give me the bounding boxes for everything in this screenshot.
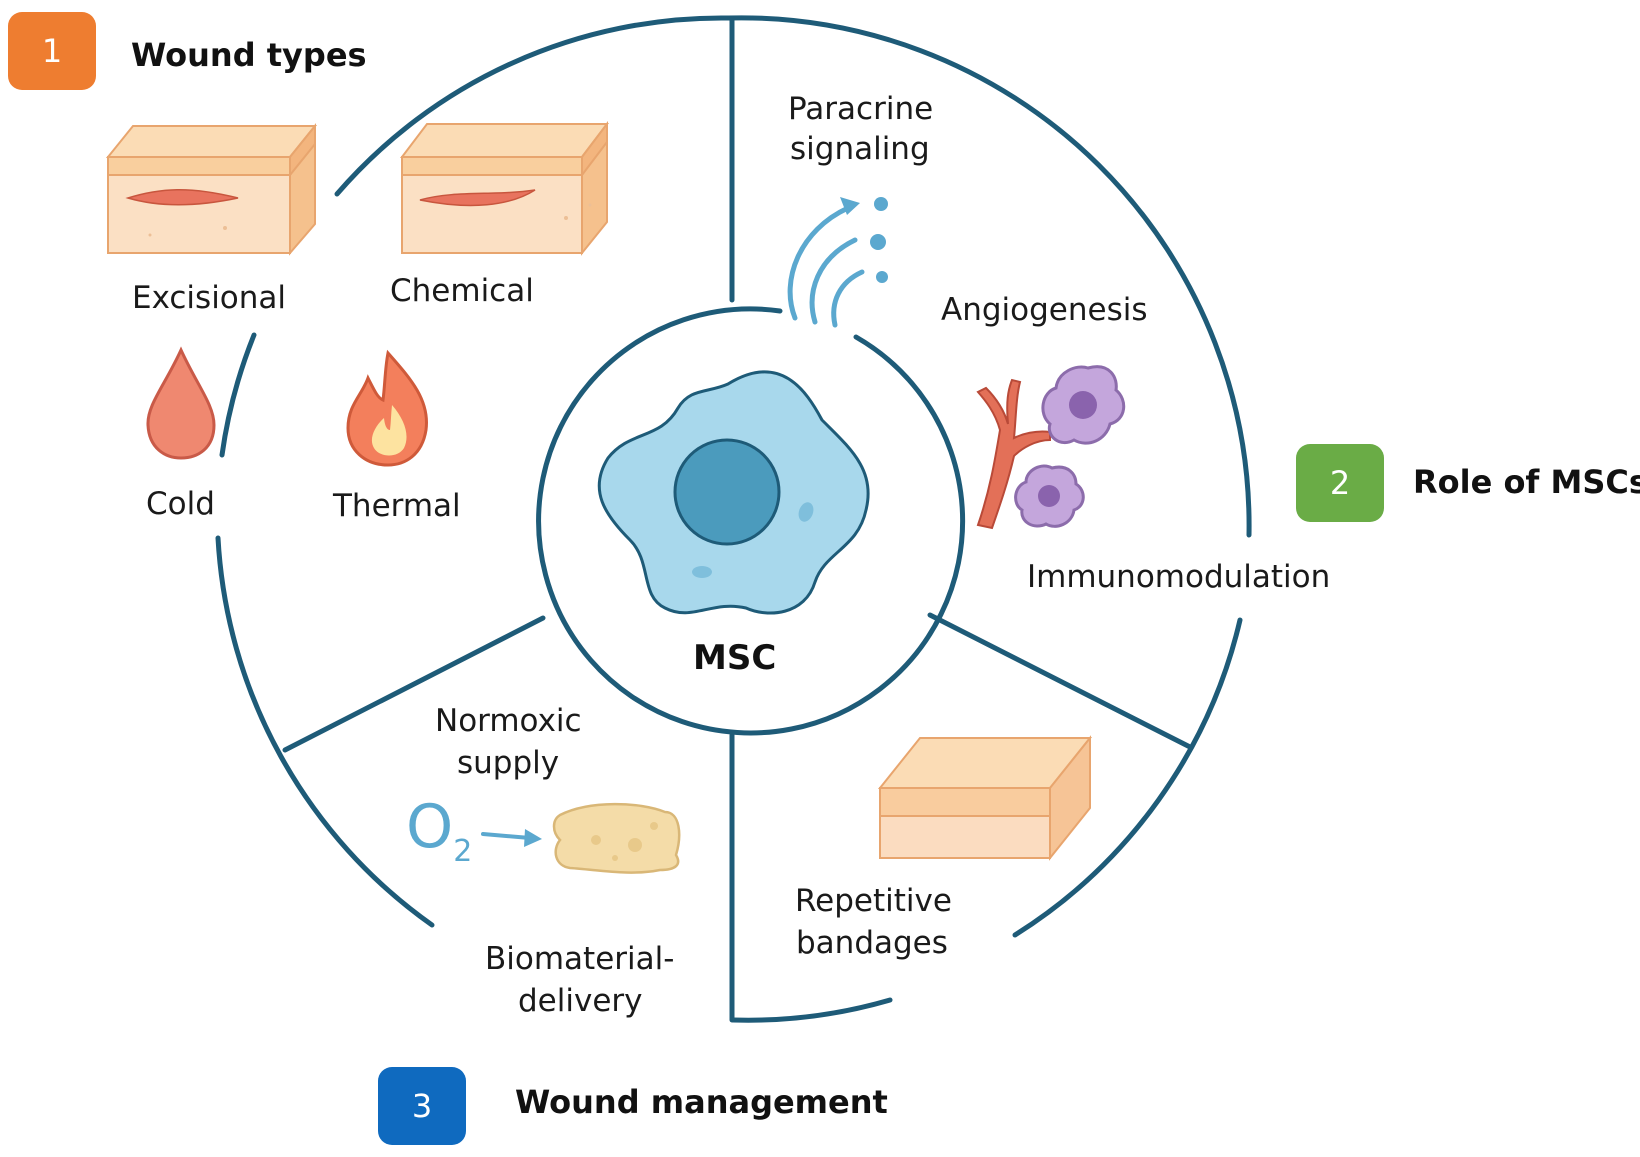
section-3-title: Wound management: [515, 1083, 888, 1121]
section-2-badge: 2: [1296, 444, 1384, 522]
outer-ring: [215, 15, 1252, 1023]
divider-lines: [282, 15, 1193, 1023]
divider-lower-left: [282, 615, 546, 753]
blood-drop-icon: [146, 346, 216, 460]
biomaterial-label-line2: delivery: [518, 983, 643, 1019]
outer-arc-lower-right: [1012, 617, 1243, 938]
skin-chemical-icon: [399, 121, 610, 256]
oxygen-symbol: O: [406, 792, 454, 862]
section-1-title: Wound types: [131, 36, 367, 74]
bandage-icon: [877, 735, 1093, 861]
biomaterial-label-line1: Biomaterial-: [485, 941, 675, 977]
section-2-title: Role of MSCs: [1413, 463, 1640, 501]
flame-icon: [346, 349, 428, 467]
outer-arc-bottom: [730, 997, 893, 1023]
inner-ring: [536, 306, 966, 736]
outer-arc-top-left: [334, 15, 731, 197]
normoxic-label-line2: supply: [457, 745, 560, 781]
section-1-badge: 1: [8, 12, 96, 90]
wound-type-cold: Cold: [146, 486, 215, 522]
oxygen-icon: O2: [406, 792, 472, 873]
msc-label: MSC: [693, 638, 777, 678]
oxygen-arrow-icon: [481, 829, 542, 847]
inner-arc: [536, 306, 966, 736]
wound-type-excisional: Excisional: [132, 280, 287, 316]
outer-arc-right: [725, 15, 1252, 538]
paracrine-label-line1: Paracrine: [788, 91, 934, 127]
skin-excisional-icon: [105, 123, 318, 256]
divider-lower-right: [927, 612, 1193, 750]
scaffold-icon: [552, 802, 681, 874]
normoxic-label-line1: Normoxic: [435, 703, 582, 739]
outer-arc-left-lower: [215, 535, 435, 928]
bandages-label-line2: bandages: [796, 925, 948, 961]
bandages-label-line1: Repetitive: [795, 883, 952, 919]
immune-cell-icon: [1014, 365, 1126, 528]
signal-waves-icon: [787, 197, 888, 328]
msc-cell-icon: [597, 370, 870, 615]
angiogenesis-label: Angiogenesis: [941, 292, 1148, 328]
paracrine-label-line2: signaling: [790, 131, 930, 167]
immunomodulation-label: Immunomodulation: [1027, 559, 1331, 595]
wound-type-chemical: Chemical: [390, 273, 534, 309]
blood-vessel-icon: [976, 378, 1051, 530]
outer-arc-left-upper: [219, 332, 257, 458]
wound-type-thermal: Thermal: [333, 488, 461, 524]
section-3-badge: 3: [378, 1067, 466, 1145]
oxygen-subscript: 2: [453, 834, 473, 869]
